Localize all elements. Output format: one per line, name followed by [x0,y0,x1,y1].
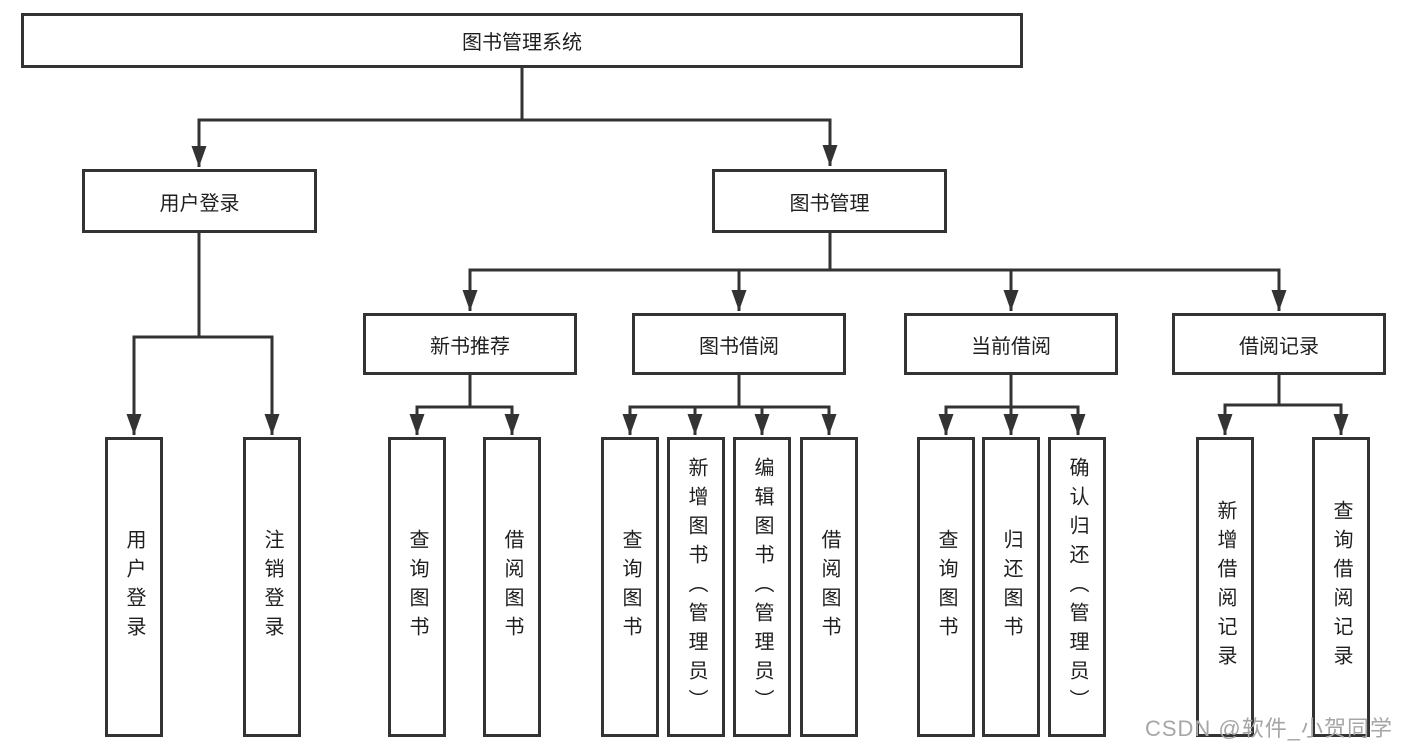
leaf-add-borrow-record: 新增借阅记录 [1196,437,1254,737]
leaf-edit-book-admin: 编辑图书（管理员） [733,437,791,737]
leaf-confirm-return-admin: 确认归还（管理员） [1048,437,1106,737]
node-book-management: 图书管理 [712,169,947,233]
node-user-login: 用户登录 [82,169,317,233]
leaf-add-book-admin: 新增图书（管理员） [667,437,725,737]
node-current-borrow: 当前借阅 [904,313,1118,375]
leaf-return-book: 归还图书 [982,437,1040,737]
leaf-query-borrow-record: 查询借阅记录 [1312,437,1370,737]
watermark: CSDN @软件_小贺同学 [1144,716,1393,741]
leaf-borrow-books-borrow: 借阅图书 [800,437,858,737]
node-new-book-recommend: 新书推荐 [363,313,577,375]
leaf-user-login: 用户登录 [105,437,163,737]
leaf-borrow-books-recommend: 借阅图书 [483,437,541,737]
node-borrow-record: 借阅记录 [1172,313,1386,375]
node-book-borrow: 图书借阅 [632,313,846,375]
leaf-query-books-recommend: 查询图书 [388,437,446,737]
leaf-logout: 注销登录 [243,437,301,737]
leaf-query-books-borrow: 查询图书 [601,437,659,737]
node-library-management-system: 图书管理系统 [21,13,1023,68]
leaf-query-books-current: 查询图书 [917,437,975,737]
